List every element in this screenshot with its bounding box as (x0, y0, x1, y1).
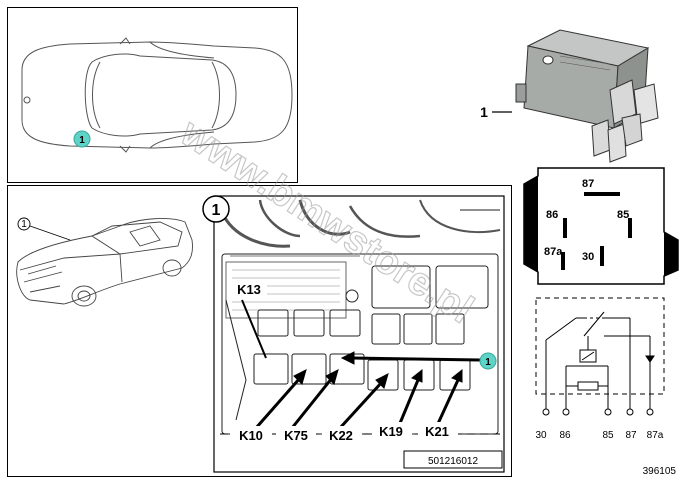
top-view-callout-label: 1 (79, 135, 85, 146)
relay-k19-label: K19 (379, 424, 403, 439)
terminal-30-label: 30 (535, 430, 547, 441)
pin-85-label: 85 (617, 209, 629, 221)
fusebox-part-number: 501216012 (403, 450, 503, 469)
terminal-86-label: 86 (559, 430, 571, 441)
relay-k21-label: K21 (425, 424, 449, 439)
pin-87a-label: 87a (544, 246, 563, 258)
fusebox-pointer-callout-label: 1 (485, 357, 491, 368)
terminal-87-label: 87 (625, 430, 637, 441)
car-view-callout-label: 1 (21, 219, 27, 230)
relay-k75-label: K75 (284, 428, 308, 443)
car-top-view (21, 37, 293, 153)
relay-k13-label: K13 (237, 282, 261, 297)
relay-callout-label: 1 (480, 104, 488, 120)
fusebox-panel-callout-label: 1 (212, 202, 221, 219)
schematic-terminal-labels: 30 86 85 87 87a (535, 430, 663, 441)
pin-86-label: 86 (546, 209, 558, 221)
car-view-callout: 1 (17, 217, 71, 241)
relay-label-row: K10 K75 K22 K19 K21 (230, 422, 458, 444)
relay-k22-label: K22 (329, 428, 353, 443)
fusebox-panel-callout: 1 (202, 195, 230, 223)
part-number-label: 501216012 (428, 456, 478, 467)
relay-callout: 1 (480, 104, 512, 120)
pin-30-label: 30 (582, 251, 594, 263)
fusebox-pointer-callout: 1 (479, 352, 497, 370)
relay-arrows (254, 351, 481, 430)
car-perspective-view (16, 218, 193, 307)
diagram-id: 396105 (643, 466, 677, 477)
pin-87-label: 87 (582, 178, 594, 190)
relay-pinout: 87 86 85 87a 30 (523, 167, 679, 285)
relay-k10-label: K10 (239, 428, 263, 443)
relay-k13: K13 (231, 280, 267, 359)
terminal-87a-label: 87a (647, 430, 664, 441)
terminal-85-label: 85 (602, 430, 614, 441)
car-top-view-panel (7, 7, 298, 183)
relay-part-image (515, 29, 659, 163)
top-view-callout: 1 (73, 130, 91, 148)
relay-schematic (535, 297, 665, 416)
